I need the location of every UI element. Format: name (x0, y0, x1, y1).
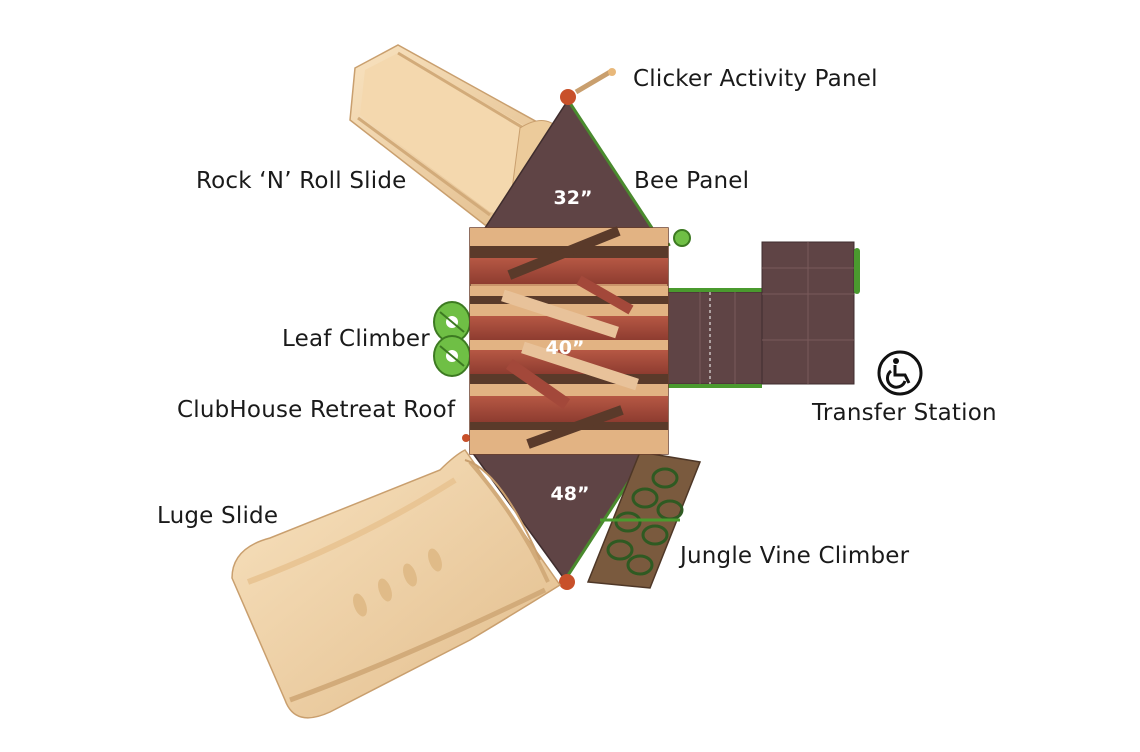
deck-height-top: 32” (554, 187, 593, 209)
deck-height-bottom: 48” (551, 483, 590, 505)
luge-slide (231, 449, 562, 719)
label-clicker-activity-panel: Clicker Activity Panel (633, 66, 878, 92)
jungle-vine-climber (586, 451, 702, 589)
label-clubhouse-retreat-roof: ClubHouse Retreat Roof (177, 397, 456, 423)
leaf-climber (433, 301, 471, 377)
clubhouse-retreat-roof: 40” (469, 226, 669, 455)
label-luge-slide: Luge Slide (157, 503, 279, 529)
corner-ball-bottom (559, 574, 575, 590)
wheelchair-icon (877, 350, 923, 396)
label-jungle-vine-climber: Jungle Vine Climber (680, 543, 910, 569)
label-rock-n-roll-slide: Rock ‘N’ Roll Slide (196, 168, 407, 194)
top-deck: 32” (483, 68, 654, 229)
transfer-station (667, 241, 860, 388)
corner-ball-left (462, 434, 470, 442)
label-transfer-station: Transfer Station (812, 400, 997, 426)
corner-ball (560, 89, 576, 105)
label-bee-panel: Bee Panel (634, 168, 750, 194)
deck-height-middle: 40” (546, 337, 585, 359)
label-leaf-climber: Leaf Climber (282, 326, 430, 352)
